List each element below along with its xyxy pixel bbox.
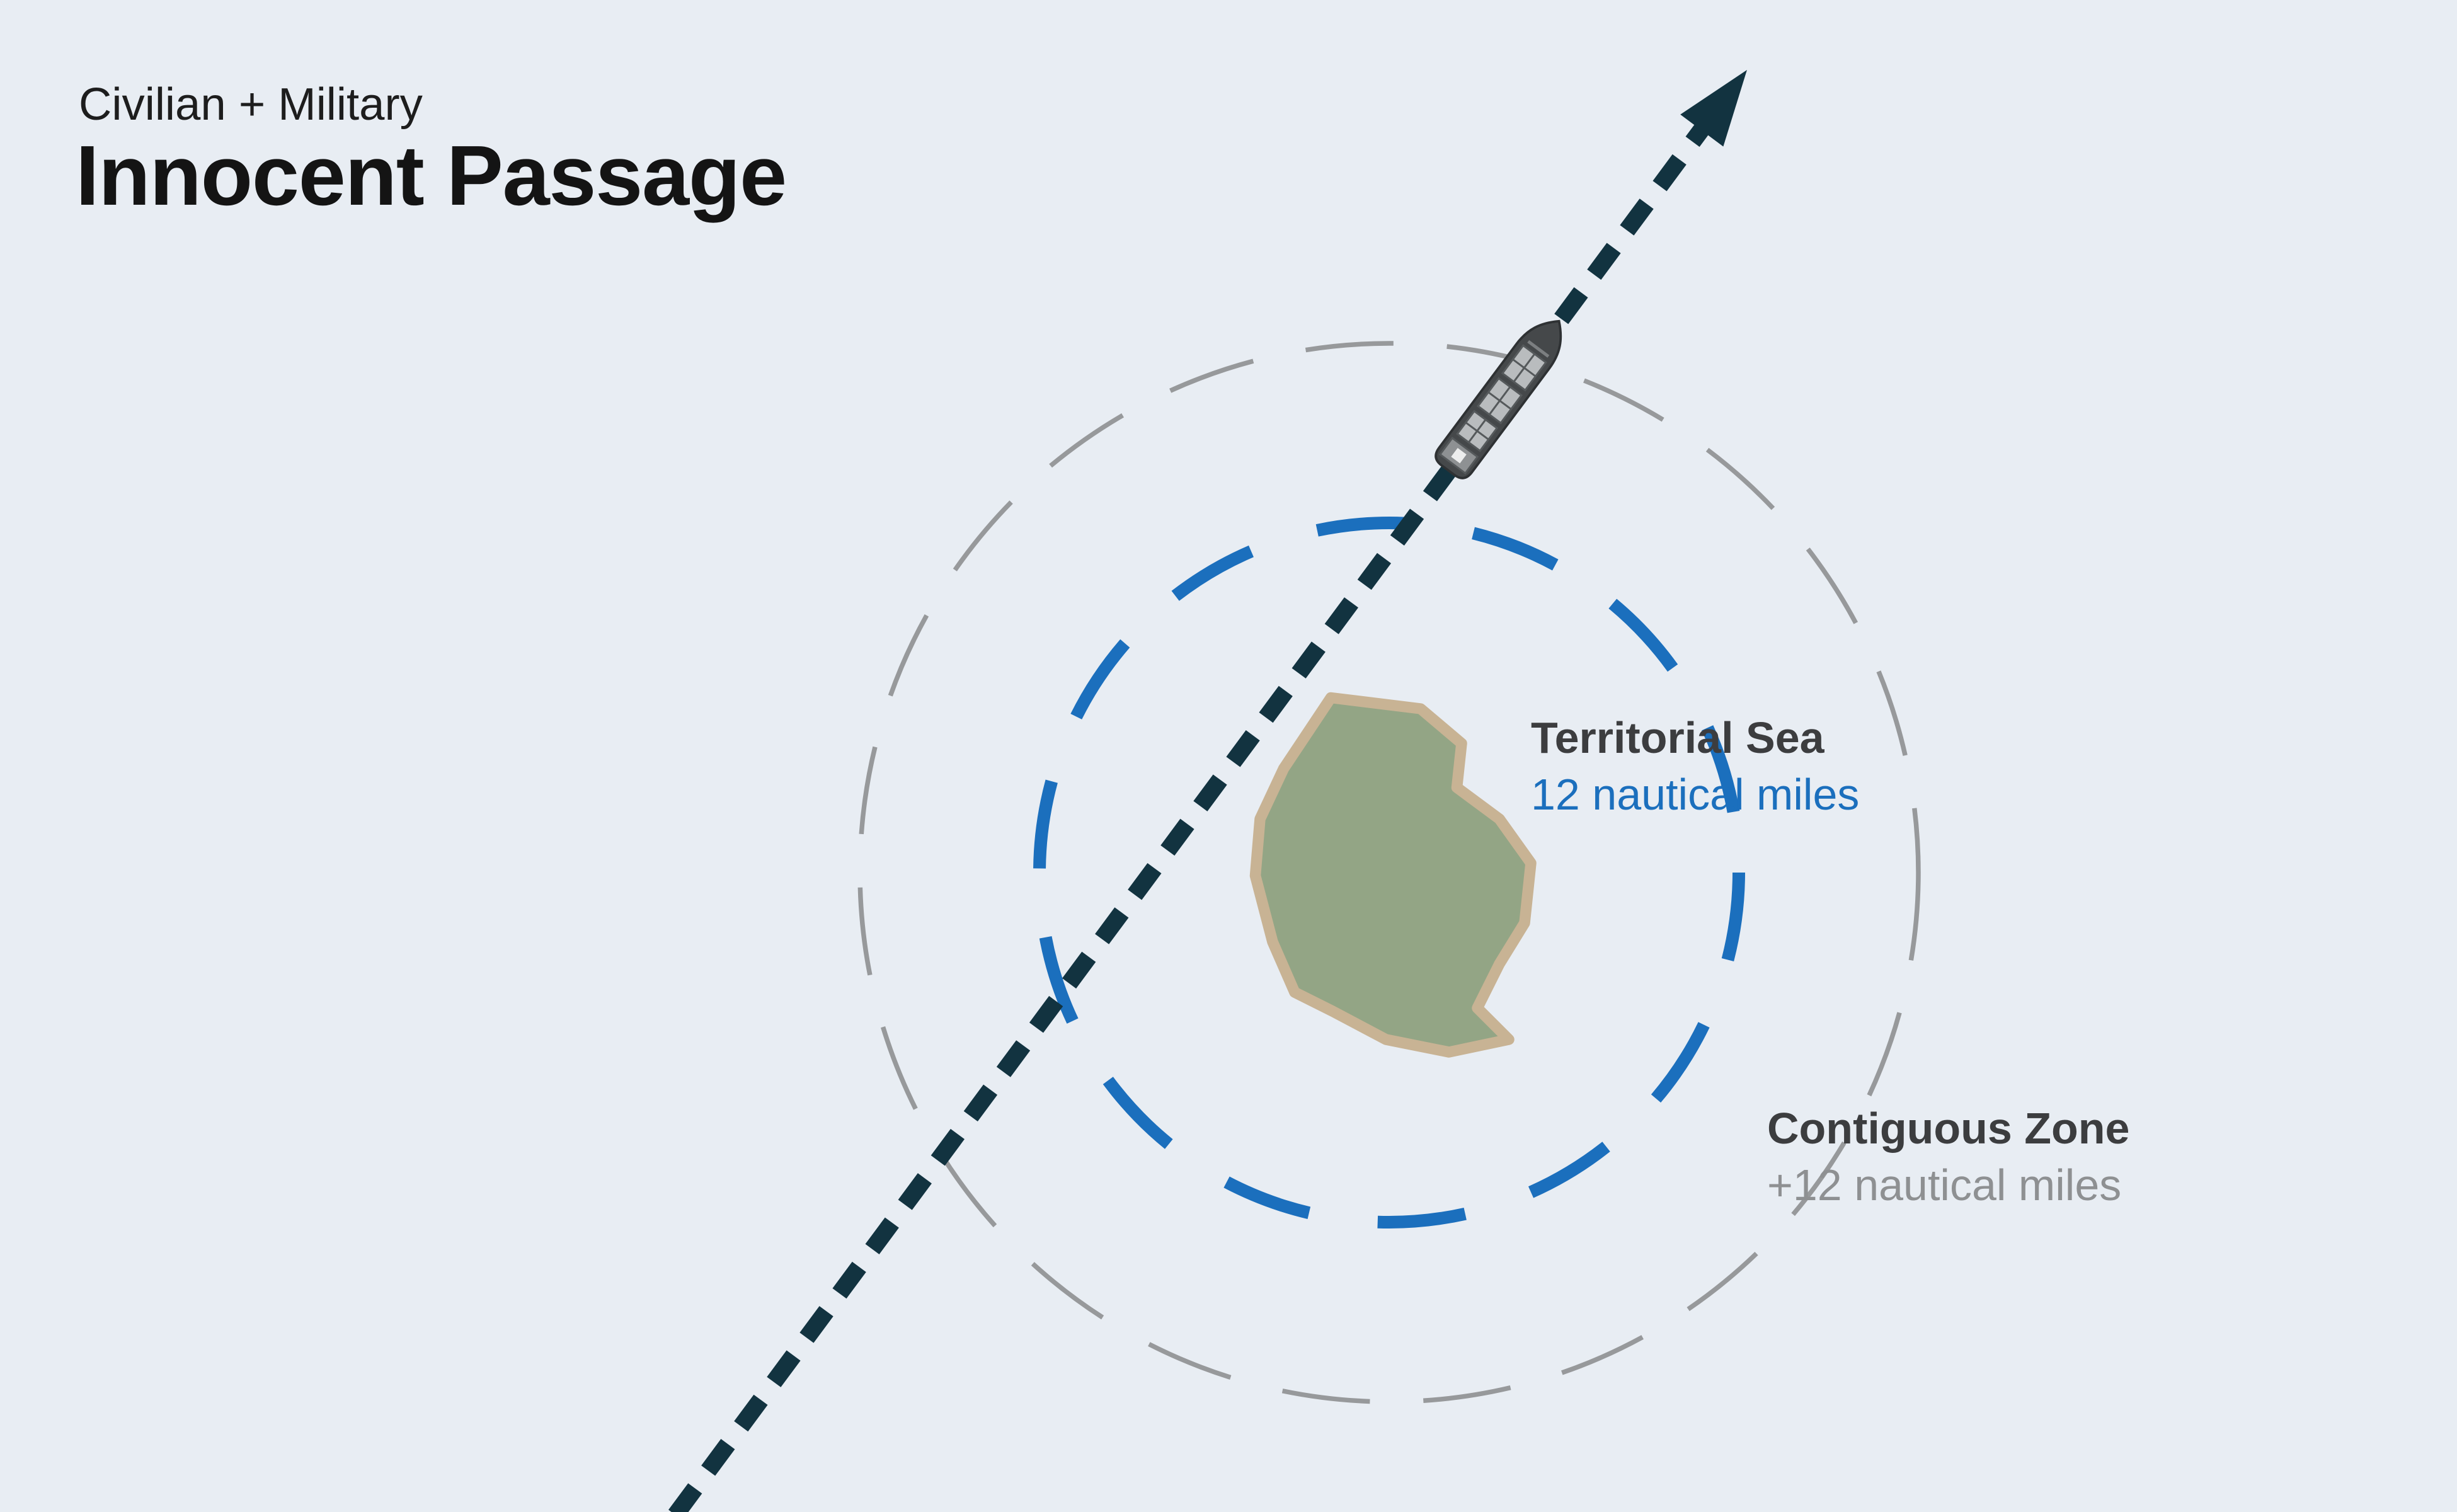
territorial-sea-label: Territorial Sea [1531,713,1825,762]
cargo-ship-icon [1435,319,1562,479]
ship-containers [1456,344,1547,452]
contiguous-zone-circle [857,341,1921,1404]
territorial-sea-circle [1033,517,1745,1228]
island [1249,692,1537,1058]
ship-bow-deck [1527,340,1550,358]
route-arrow-icon [1680,69,1747,147]
territorial-sea-distance: 12 nautical miles [1531,770,1859,819]
contiguous-zone-label: Contiguous Zone [1767,1104,2129,1153]
ship-bridge [1438,437,1479,475]
header-subtitle: Civilian + Military [79,79,423,130]
contiguous-zone-distance: +12 nautical miles [1767,1160,2121,1210]
header-title: Innocent Passage [76,128,786,223]
